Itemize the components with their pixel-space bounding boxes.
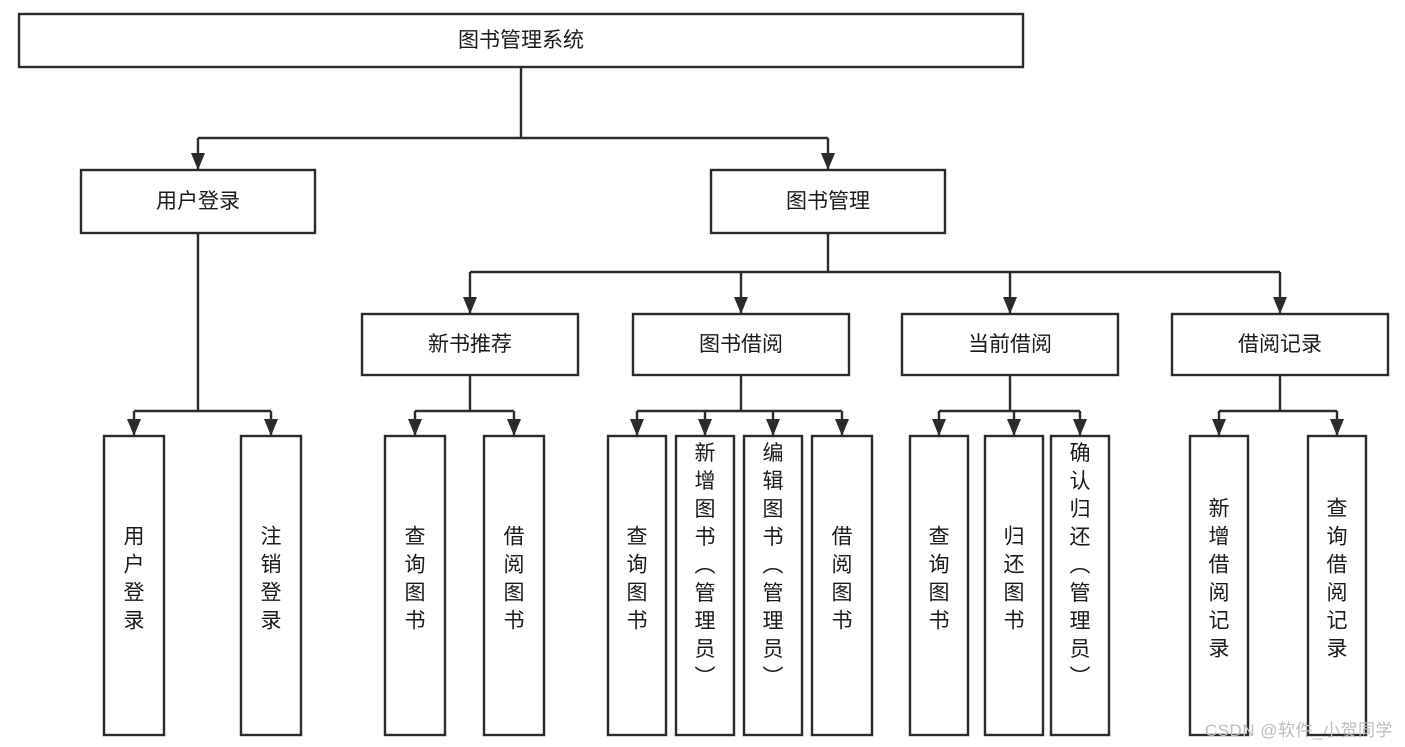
leaf-box xyxy=(1049,434,1111,737)
arrow-head xyxy=(127,419,141,436)
node-label: 用户登录 xyxy=(156,190,240,213)
leaf-box xyxy=(1306,434,1368,737)
leaf-新增借阅记录[interactable]: 新增借阅记录 xyxy=(1188,434,1250,737)
node-用户登录[interactable]: 用户登录 xyxy=(79,168,317,235)
arrow-head xyxy=(1007,419,1021,436)
leaf-label: 归还图书 xyxy=(1004,526,1025,633)
node-label: 新书推荐 xyxy=(428,333,512,356)
leaf-label: 查询图书 xyxy=(627,526,648,633)
node-label: 图书借阅 xyxy=(699,333,783,356)
leaf-box xyxy=(482,434,546,737)
arrow-head xyxy=(1073,419,1087,436)
arrow-head xyxy=(1273,297,1287,314)
leaf-注销登录[interactable]: 注销登录 xyxy=(239,434,303,737)
arrow-head xyxy=(1330,419,1344,436)
arrow-head xyxy=(1003,297,1017,314)
leaf-借阅图书[interactable]: 借阅图书 xyxy=(810,434,874,737)
leaf-box xyxy=(742,434,804,737)
connector-layer xyxy=(127,67,1344,436)
node-layer: 图书管理系统用户登录图书管理新书推荐图书借阅当前借阅借阅记录用户登录注销登录查询… xyxy=(17,12,1390,737)
arrow-head xyxy=(835,419,849,436)
node-box xyxy=(79,168,317,235)
leaf-label: 查询图书 xyxy=(929,526,950,633)
node-借阅记录[interactable]: 借阅记录 xyxy=(1170,312,1390,377)
arrow-head xyxy=(408,419,422,436)
arrow-head xyxy=(1212,419,1226,436)
leaf-label: 新增图书︵管理员︶ xyxy=(695,442,716,689)
node-label: 借阅记录 xyxy=(1238,333,1322,356)
arrow-head xyxy=(932,419,946,436)
node-当前借阅[interactable]: 当前借阅 xyxy=(900,312,1120,377)
leaf-box xyxy=(1188,434,1250,737)
leaf-label: 编辑图书︵管理员︶ xyxy=(763,442,784,689)
arrow-head xyxy=(463,297,477,314)
leaf-借阅图书[interactable]: 借阅图书 xyxy=(482,434,546,737)
node-box xyxy=(631,312,851,377)
leaf-归还图书[interactable]: 归还图书 xyxy=(983,434,1045,737)
leaf-box xyxy=(810,434,874,737)
leaf-label: 查询图书 xyxy=(405,526,426,633)
node-box xyxy=(709,168,947,235)
leaf-label: 查询借阅记录 xyxy=(1327,498,1348,661)
leaf-用户登录[interactable]: 用户登录 xyxy=(102,434,166,737)
leaf-新增图书管理员[interactable]: 新增图书︵管理员︶ xyxy=(674,434,736,737)
leaf-label: 注销登录 xyxy=(261,526,282,633)
leaf-查询图书[interactable]: 查询图书 xyxy=(606,434,668,737)
leaf-box xyxy=(239,434,303,737)
arrow-head xyxy=(191,153,205,170)
leaf-box xyxy=(674,434,736,737)
arrow-head xyxy=(734,297,748,314)
leaf-确认归还管理员[interactable]: 确认归还︵管理员︶ xyxy=(1049,434,1111,737)
arrow-head xyxy=(264,419,278,436)
leaf-查询图书[interactable]: 查询图书 xyxy=(383,434,447,737)
node-box xyxy=(1170,312,1390,377)
node-box xyxy=(360,312,580,377)
node-box xyxy=(900,312,1120,377)
node-label: 当前借阅 xyxy=(968,333,1052,356)
node-图书借阅[interactable]: 图书借阅 xyxy=(631,312,851,377)
leaf-box xyxy=(908,434,970,737)
node-图书管理[interactable]: 图书管理 xyxy=(709,168,947,235)
node-新书推荐[interactable]: 新书推荐 xyxy=(360,312,580,377)
leaf-查询借阅记录[interactable]: 查询借阅记录 xyxy=(1306,434,1368,737)
arrow-head xyxy=(766,419,780,436)
node-box xyxy=(17,12,1025,69)
arrow-head xyxy=(630,419,644,436)
node-label: 图书管理 xyxy=(786,190,870,213)
arrow-head xyxy=(507,419,521,436)
leaf-label: 新增借阅记录 xyxy=(1209,498,1230,661)
leaf-label: 用户登录 xyxy=(124,526,145,633)
arrow-head xyxy=(698,419,712,436)
leaf-label: 借阅图书 xyxy=(832,526,853,633)
node-label: 图书管理系统 xyxy=(458,29,584,52)
node-图书管理系统[interactable]: 图书管理系统 xyxy=(17,12,1025,69)
leaf-label: 借阅图书 xyxy=(504,526,525,633)
leaf-编辑图书管理员[interactable]: 编辑图书︵管理员︶ xyxy=(742,434,804,737)
arrow-head xyxy=(821,153,835,170)
leaf-box xyxy=(606,434,668,737)
leaf-box xyxy=(102,434,166,737)
leaf-查询图书[interactable]: 查询图书 xyxy=(908,434,970,737)
leaf-box xyxy=(983,434,1045,737)
leaf-label: 确认归还︵管理员︶ xyxy=(1070,442,1091,689)
leaf-box xyxy=(383,434,447,737)
